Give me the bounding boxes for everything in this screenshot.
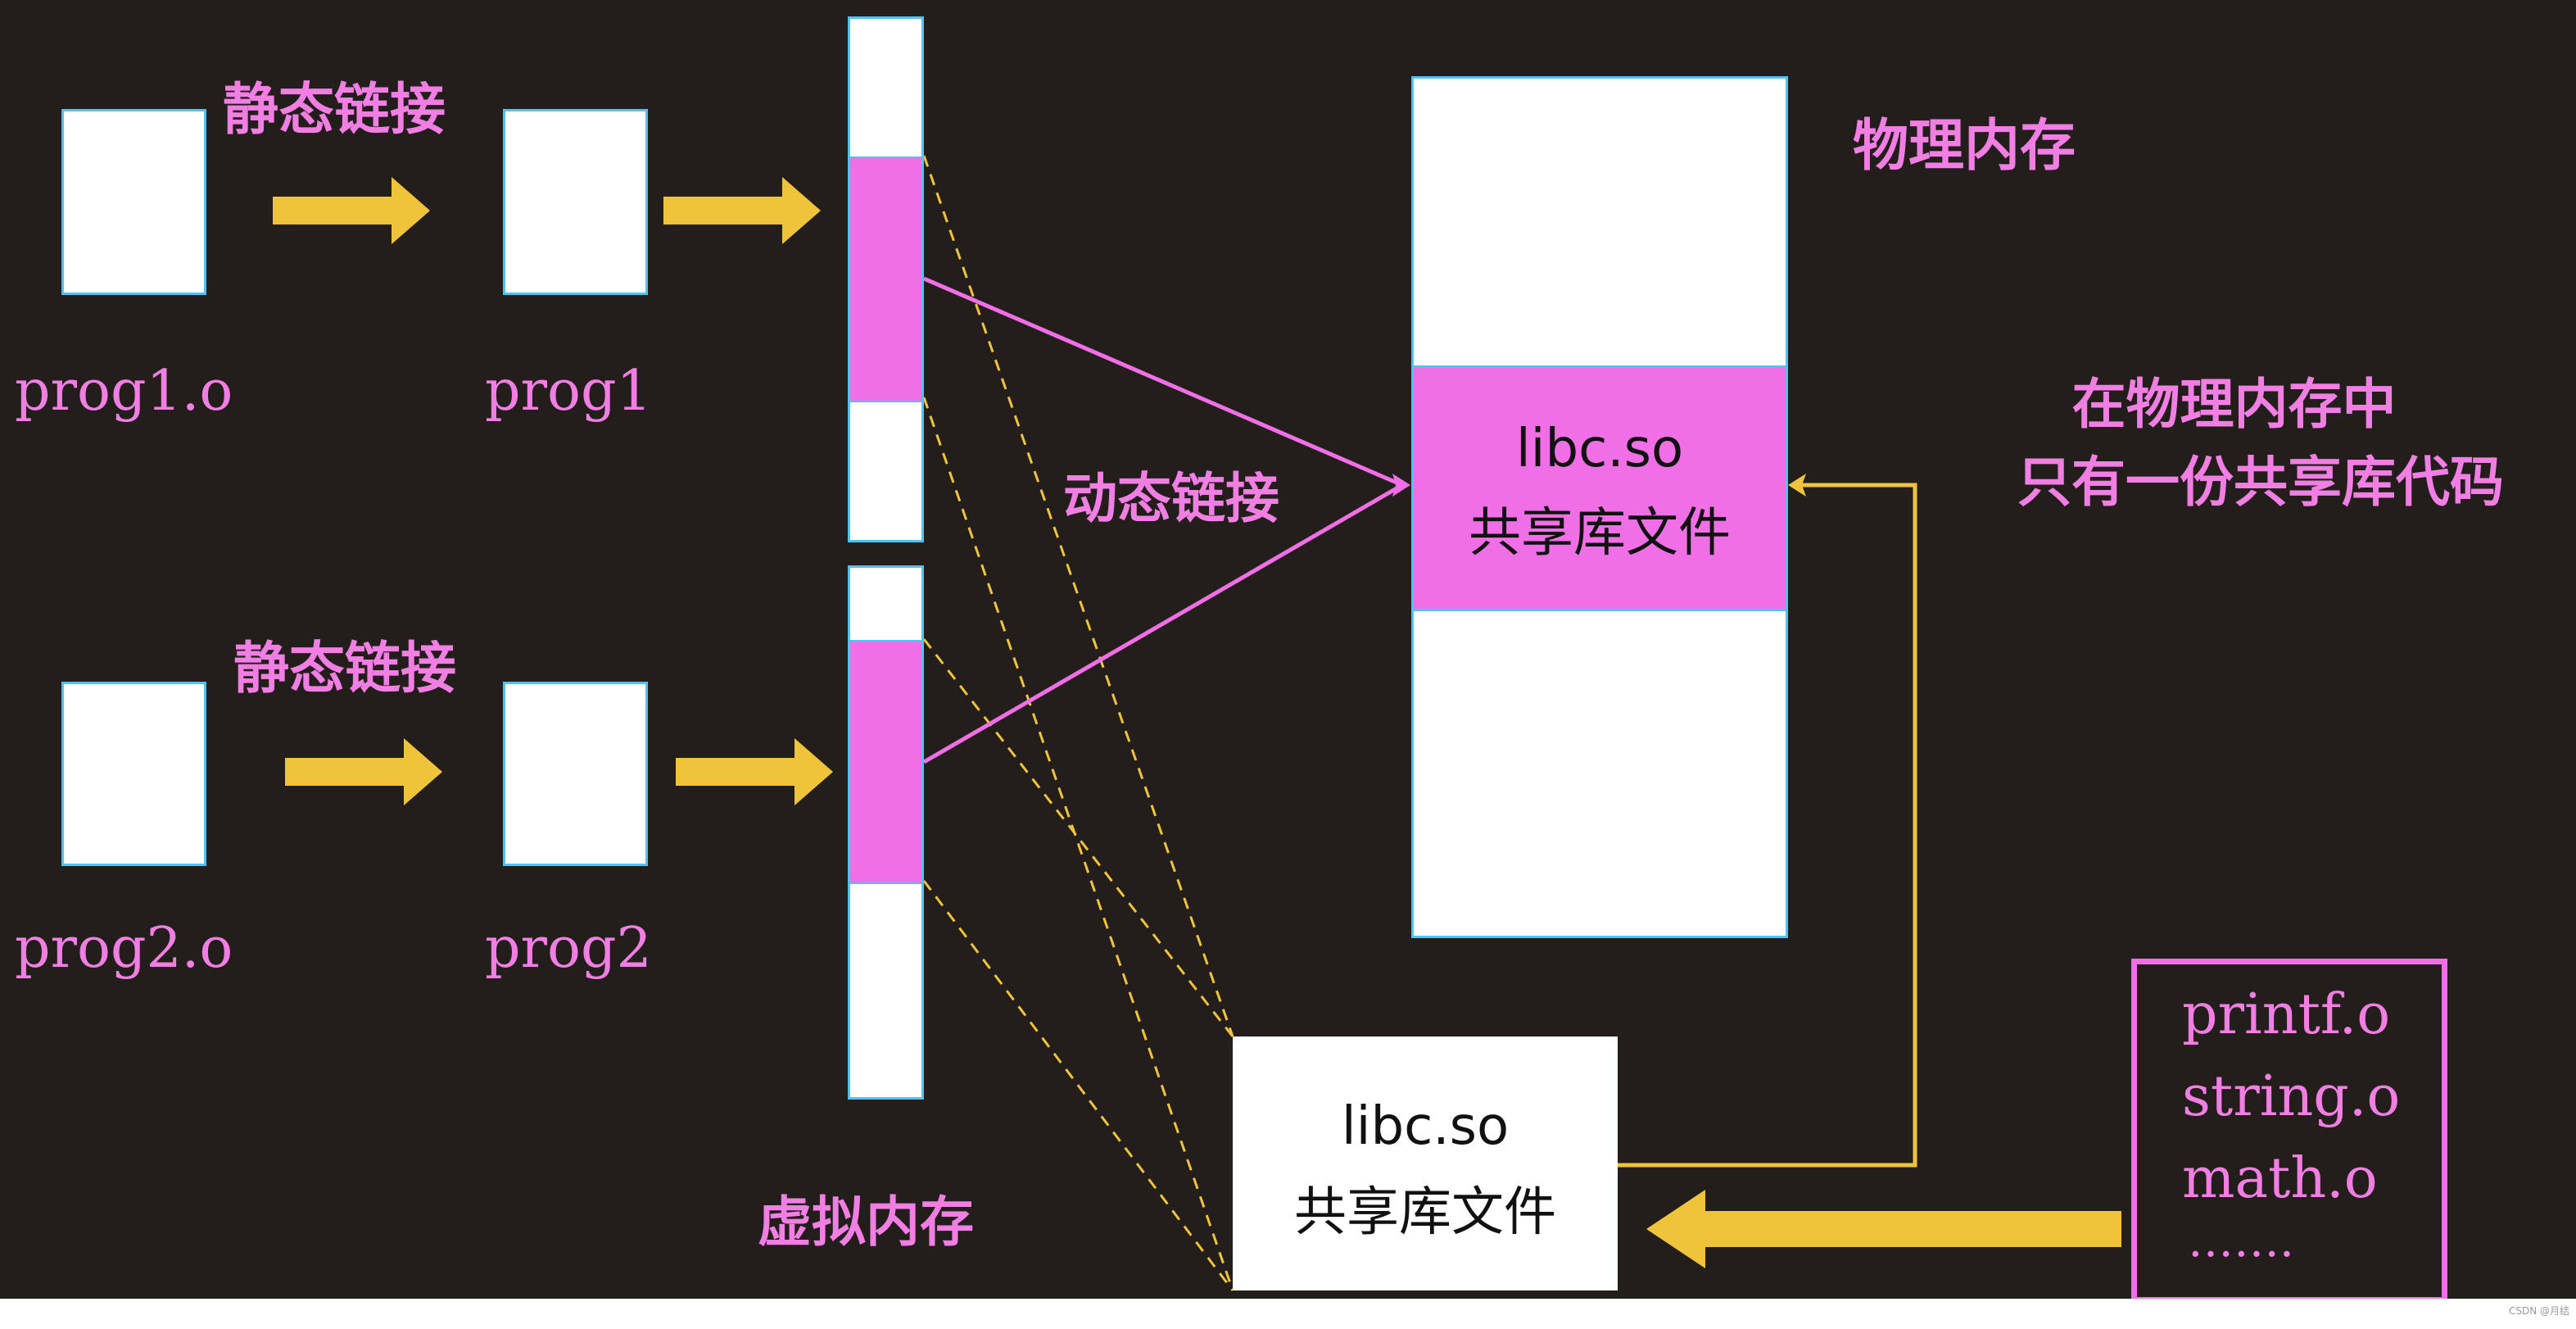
physical-libc-name: libc.so	[1515, 419, 1684, 479]
virtual-memory-prog1	[848, 16, 924, 542]
prog1-o-box	[61, 109, 206, 295]
prog2-box	[503, 682, 648, 866]
prog2-o-box	[61, 682, 206, 866]
disk-libc-name: libc.so	[1341, 1096, 1510, 1157]
load-connector-line	[1618, 483, 1917, 1168]
physical-libc-so-segment: libc.so 共享库文件	[1414, 365, 1786, 611]
disk-libc-so-file: libc.so 共享库文件	[1233, 1036, 1618, 1290]
dashed-line-v2-top	[922, 638, 1234, 1037]
note-line-2: 只有一份共享库代码	[2017, 450, 2504, 514]
dynamic-link-arrowhead	[1392, 474, 1410, 497]
note-line-1: 在物理内存中	[2071, 372, 2397, 436]
arrow-prog1o-to-prog1	[273, 177, 430, 244]
prog2-label: prog2	[485, 916, 652, 981]
virtual-memory-label: 虚拟内存	[758, 1190, 974, 1254]
load-connector-arrowhead	[1788, 474, 1806, 497]
object-files-archive: printf.o string.o math.o …….	[2131, 959, 2447, 1299]
diagram-canvas: libc.so 共享库文件 libc.so 共享库文件 printf.o str…	[0, 0, 2576, 1299]
dashed-line-v2-bottom	[922, 880, 1234, 1291]
prog1-shared-lib-segment	[850, 156, 921, 402]
dynamic-link-line-1	[923, 276, 1403, 488]
dynamic-link-line-2	[922, 483, 1404, 764]
physical-memory-label: 物理内存	[1853, 113, 2076, 179]
dynamic-link-label: 动态链接	[1063, 466, 1279, 530]
dashed-line-v1-top	[922, 155, 1234, 1037]
arrow-prog2-to-vmem	[676, 738, 833, 805]
physical-libc-desc: 共享库文件	[1469, 503, 1731, 564]
object-file-item: string.o	[2182, 1064, 2401, 1129]
physical-memory-block: libc.so 共享库文件	[1411, 76, 1788, 938]
prog1-label: prog1	[485, 359, 652, 424]
connector-layer	[273, 155, 2121, 1291]
arrow-prog2o-to-prog2	[285, 738, 442, 805]
prog1-o-label: prog1.o	[15, 359, 233, 424]
object-file-item: printf.o	[2182, 982, 2391, 1047]
disk-libc-desc: 共享库文件	[1294, 1182, 1556, 1243]
arrow-objects-to-libc	[1646, 1190, 2121, 1268]
virtual-memory-prog2	[848, 565, 924, 1100]
static-link-label-top: 静态链接	[223, 77, 446, 143]
prog1-box	[503, 109, 648, 295]
arrow-prog1-to-vmem	[663, 177, 821, 244]
static-link-label-bottom: 静态链接	[233, 636, 457, 701]
prog2-shared-lib-segment	[850, 640, 921, 884]
watermark: CSDN @月结	[2508, 1305, 2569, 1317]
dashed-line-v1-bottom	[922, 397, 1234, 1291]
object-file-item: math.o	[2182, 1146, 2378, 1211]
object-file-ellipsis: …….	[2188, 1214, 2294, 1268]
prog2-o-label: prog2.o	[15, 916, 233, 981]
